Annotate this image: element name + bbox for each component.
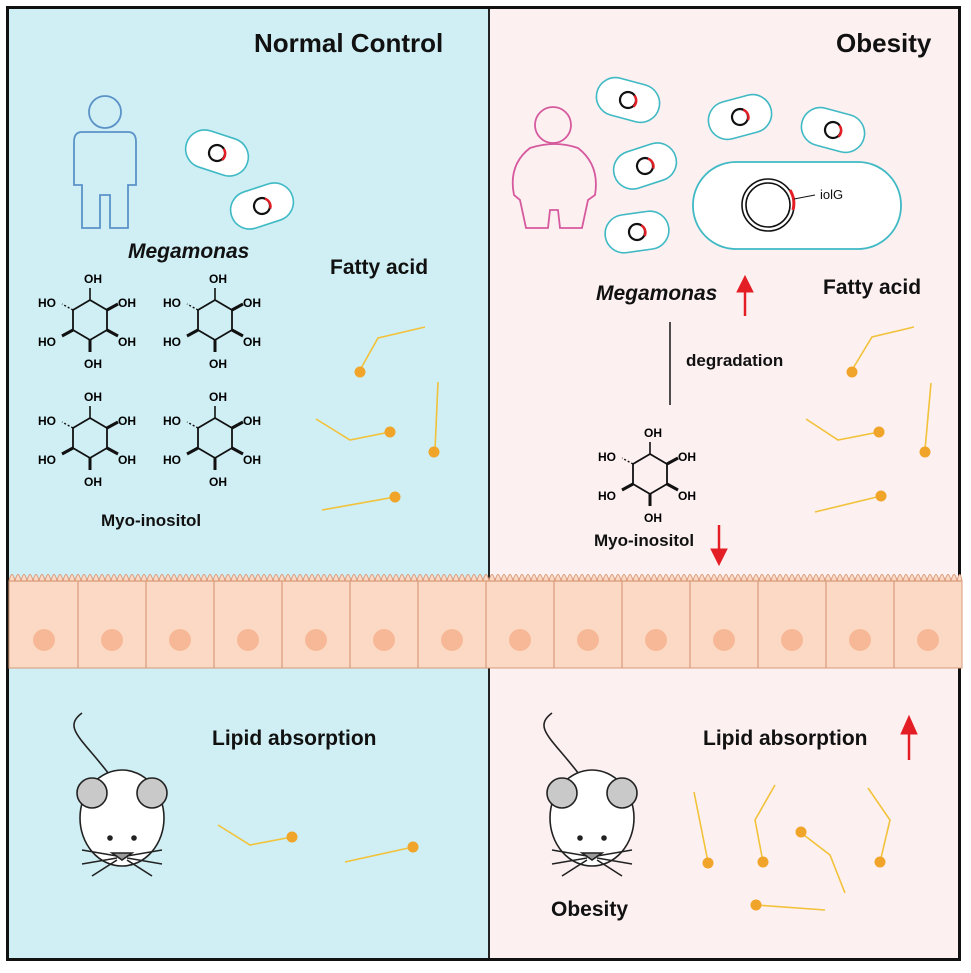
up-arrow-icon <box>900 714 918 760</box>
ho-label: HO <box>598 489 616 503</box>
ho-label: HO <box>163 335 181 349</box>
fatty-acid-icon <box>217 326 439 863</box>
myo-inositol-structure-icon <box>185 404 245 472</box>
iolg-label: iolG <box>820 187 844 202</box>
oh-label: OH <box>644 511 662 525</box>
oh-label: OH <box>209 272 227 286</box>
megamonas-label: Megamonas <box>128 240 250 263</box>
bacterium-icon <box>590 72 666 128</box>
bacterium-icon <box>607 136 683 196</box>
oh-label: OH <box>243 453 261 467</box>
human-normal-icon <box>73 95 137 229</box>
bacterium-icon <box>795 102 871 158</box>
oh-label: OH <box>678 450 696 464</box>
lipid-absorption-label: Lipid absorption <box>703 727 868 750</box>
bacterium-large-icon <box>692 161 902 250</box>
oh-label: OH <box>209 475 227 489</box>
fatty-acid-heads-right <box>702 366 931 911</box>
obesity-mouse-label: Obesity <box>551 898 629 921</box>
ho-label: HO <box>163 453 181 467</box>
oh-label: OH <box>118 296 136 310</box>
oh-label: OH <box>209 357 227 371</box>
oh-label: OH <box>84 390 102 404</box>
myo-inositol-structure-icon <box>60 404 120 472</box>
bacterium-icon <box>179 123 255 183</box>
ho-label: HO <box>163 296 181 310</box>
ho-label: HO <box>598 450 616 464</box>
lipid-absorption-label: Lipid absorption <box>212 727 377 750</box>
oh-label: OH <box>118 453 136 467</box>
fatty-acid-heads <box>286 366 440 853</box>
oh-label: OH <box>243 414 261 428</box>
intestinal-epithelium <box>8 574 963 669</box>
oh-label: OH <box>84 272 102 286</box>
ho-label: HO <box>38 335 56 349</box>
fatty-acid-label: Fatty acid <box>823 276 922 299</box>
oh-label: OH <box>118 414 136 428</box>
oh-label: OH <box>243 335 261 349</box>
ho-label: HO <box>38 453 56 467</box>
down-arrow-icon <box>710 525 728 567</box>
human-obese-icon <box>511 106 597 229</box>
oh-label: OH <box>118 335 136 349</box>
bacterium-icon <box>224 176 300 236</box>
panel-title-normal: Normal Control <box>254 28 444 58</box>
panel-title-obesity: Obesity <box>836 28 932 58</box>
oh-label: OH <box>644 426 662 440</box>
ho-label: HO <box>163 414 181 428</box>
megamonas-label: Megamonas <box>596 282 718 305</box>
myo-inositol-label: Myo-inositol <box>101 511 202 530</box>
mouse-icon <box>543 712 638 877</box>
mouse-icon <box>73 712 168 877</box>
myo-inositol-structure-icon <box>60 286 120 354</box>
ho-label: HO <box>38 296 56 310</box>
bacterium-icon <box>702 89 778 145</box>
bacterium-icon <box>601 207 673 257</box>
fatty-acid-label: Fatty acid <box>330 256 429 279</box>
oh-label: OH <box>678 489 696 503</box>
ho-label: HO <box>38 414 56 428</box>
oh-label: OH <box>243 296 261 310</box>
myo-inositol-label: Myo-inositol <box>594 531 695 550</box>
degradation-label: degradation <box>686 351 784 370</box>
oh-label: OH <box>84 357 102 371</box>
myo-inositol-structure-icon <box>185 286 245 354</box>
oh-label: OH <box>209 390 227 404</box>
panel-divider <box>488 9 490 958</box>
fatty-acid-icon <box>693 326 932 911</box>
oh-label: OH <box>84 475 102 489</box>
myo-inositol-structure-icon <box>620 440 680 508</box>
up-arrow-icon <box>736 274 754 316</box>
